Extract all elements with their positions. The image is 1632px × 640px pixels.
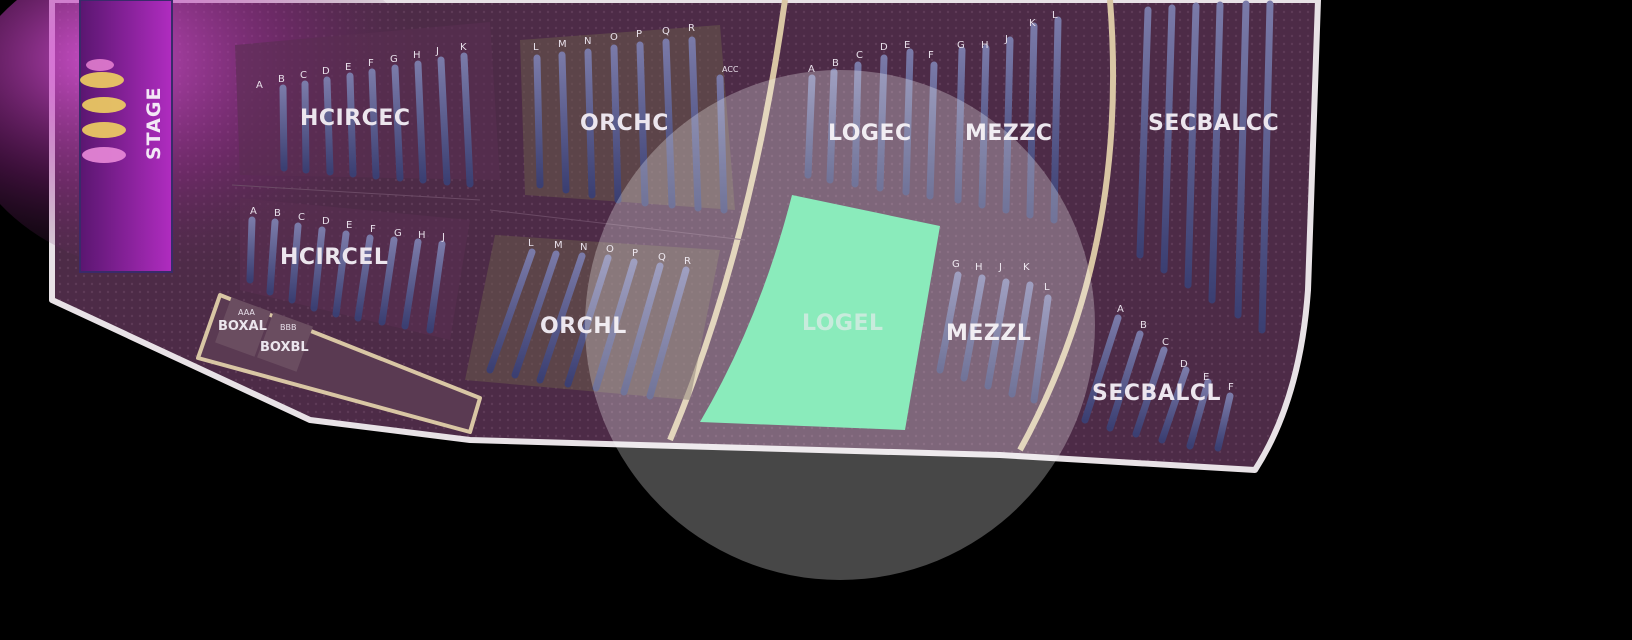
stage-lights-icon [80,59,126,163]
row-label: J [441,232,445,243]
section-logel[interactable]: LOGEL [700,195,940,430]
row-label: G [952,259,960,270]
row-label: B [832,58,839,69]
section-hcircel[interactable]: HCIRCEL A B C D E F G H J [240,198,470,340]
row-label: K [1029,18,1036,29]
row-label-acc: ACC [722,65,739,74]
row-label: D [322,216,330,227]
section-label: HCIRCEC [300,106,411,131]
row-label: L [528,238,534,249]
seat-rows [1081,314,1234,452]
row-label: O [606,244,614,255]
row-label: A [1117,304,1124,315]
box-row-label: AAA [238,308,255,317]
row-label: A [250,206,257,217]
row-label: D [322,66,330,77]
section-orchl[interactable]: ORCHL L M N O P Q R [465,235,720,400]
stage-label: STAGE [143,87,165,160]
row-label: B [1140,320,1147,331]
row-label: M [554,240,563,251]
row-label: D [1180,359,1188,370]
section-secbalcl[interactable]: SECBALCL A B C D E F [1081,304,1234,452]
section-label: ORCHC [580,111,669,136]
row-label: E [904,40,910,51]
row-label: R [684,256,691,267]
row-label: K [1023,262,1030,273]
row-label: C [298,212,305,223]
seat-rows [533,36,728,214]
row-label: L [533,42,539,53]
section-label: SECBALCL [1092,381,1221,406]
section-logec[interactable]: LOGEC A B C D E F [804,40,938,200]
section-label: HCIRCEL [280,245,388,270]
row-label: F [1228,382,1234,393]
row-label: C [1162,337,1169,348]
row-label: H [413,50,421,61]
row-label: O [610,32,618,43]
row-label: C [300,70,307,81]
row-label: F [370,224,376,235]
section-hcircec[interactable]: HCIRCEC A B C D E F G H J K [235,22,500,188]
seat-rows [804,48,938,200]
row-label: J [1004,34,1008,45]
row-label: A [256,80,263,91]
aisle-mezz [1017,0,1117,452]
box-label-boxal: BOXAL [218,319,267,334]
row-label: F [928,50,934,61]
divider-hcirc [231,184,481,201]
row-label: G [957,40,965,51]
stage[interactable]: STAGE [79,0,173,273]
row-label: E [1203,372,1209,383]
row-label: R [688,23,695,34]
section-mezzl[interactable]: MEZZL G H J K L [936,259,1052,404]
section-label: SECBALCC [1148,111,1279,136]
row-label: J [998,262,1002,273]
row-label: N [584,36,591,47]
row-label: A [808,64,815,75]
section-orchc[interactable]: ORCHC L M N O P Q R ACC [520,23,739,214]
seat-rows [936,271,1052,404]
row-label: L [1044,282,1050,293]
row-label: H [981,40,989,51]
seat-rows [258,52,474,188]
row-label: C [856,50,863,61]
row-label: M [558,39,567,50]
row-label: H [975,262,983,273]
seat-rows [954,16,1062,224]
box-label-boxbl: BOXBL [260,340,309,355]
row-label: Q [658,252,666,263]
section-mezzc[interactable]: MEZZC G H J K L [954,10,1062,224]
section-label: ORCHL [540,314,627,339]
box-row-label: BBB [280,323,296,332]
row-label: J [435,46,439,57]
row-label: B [274,208,281,219]
divider-orch [489,209,746,241]
row-label: G [394,228,402,239]
row-label: P [636,29,642,40]
section-boxes[interactable]: AAA BBB BOXAL BOXBL [196,293,482,434]
row-label: E [346,220,352,231]
row-label: D [880,42,888,53]
section-label: LOGEC [828,121,912,146]
section-label: LOGEL [802,311,884,336]
row-label: K [460,42,467,53]
row-label: N [580,242,587,253]
seat-rows [486,248,690,400]
row-label: P [632,248,638,259]
row-label: G [390,54,398,65]
section-label: MEZZL [946,321,1031,346]
row-label: H [418,230,426,241]
row-label: B [278,74,285,85]
row-label: Q [662,26,670,37]
row-label: L [1052,10,1058,21]
section-secbalcc[interactable]: SECBALCC [1136,0,1279,334]
seat-rows [1136,0,1274,334]
section-label: MEZZC [965,121,1052,146]
selection-spotlight [585,70,1095,580]
row-label: F [368,58,374,69]
seat-rows [246,216,446,334]
row-label: E [345,62,351,73]
